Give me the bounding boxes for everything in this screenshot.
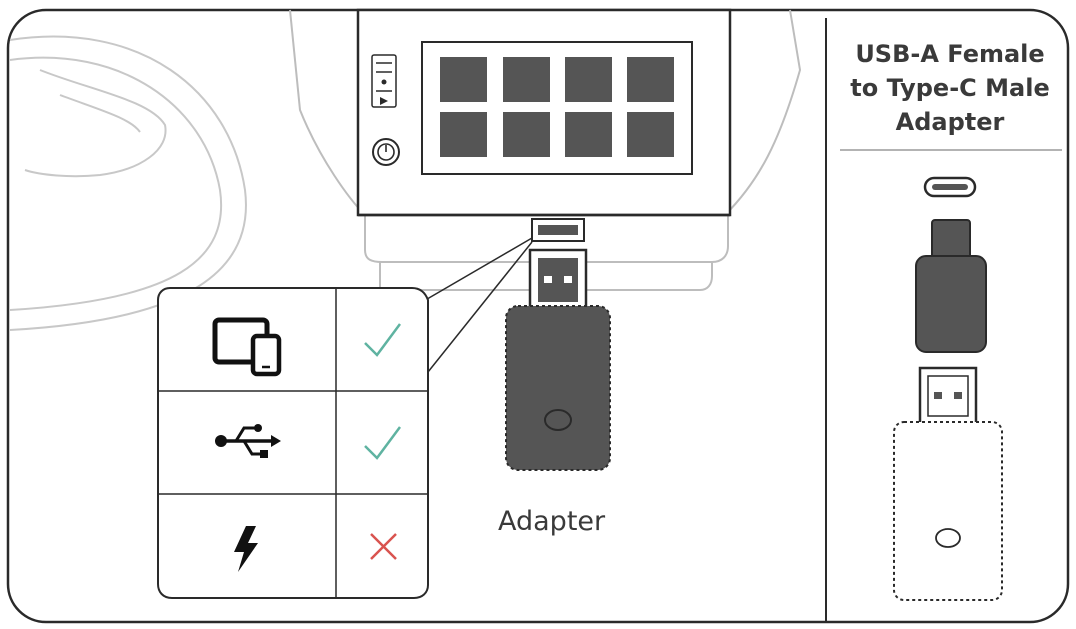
check-icon-row-2 — [364, 426, 402, 460]
right-panel-title-line1: USB-A Female — [855, 40, 1044, 68]
right-panel-title-line3: Adapter — [896, 108, 1005, 136]
check-icon-row-1 — [364, 323, 402, 357]
lightning-charge-icon — [234, 526, 258, 572]
usb-adapter-illustration — [505, 248, 611, 471]
right-panel-title-line2: to Type-C Male — [850, 74, 1049, 102]
steering-wheel-illustration — [9, 35, 247, 331]
cross-icon-row-3 — [370, 533, 397, 560]
screen-app-grid — [440, 57, 674, 157]
usb-icon — [215, 424, 281, 458]
power-icon — [372, 138, 400, 166]
phone-tablet-icon — [212, 317, 282, 377]
usb-a-dongle-illustration — [893, 366, 1003, 601]
head-unit-side-buttons — [371, 54, 397, 108]
type-c-adapter-illustration — [915, 176, 987, 353]
compatibility-table — [157, 287, 429, 599]
adapter-caption: Adapter — [498, 506, 606, 537]
usb-port — [531, 218, 585, 242]
callout-lines — [421, 237, 533, 373]
